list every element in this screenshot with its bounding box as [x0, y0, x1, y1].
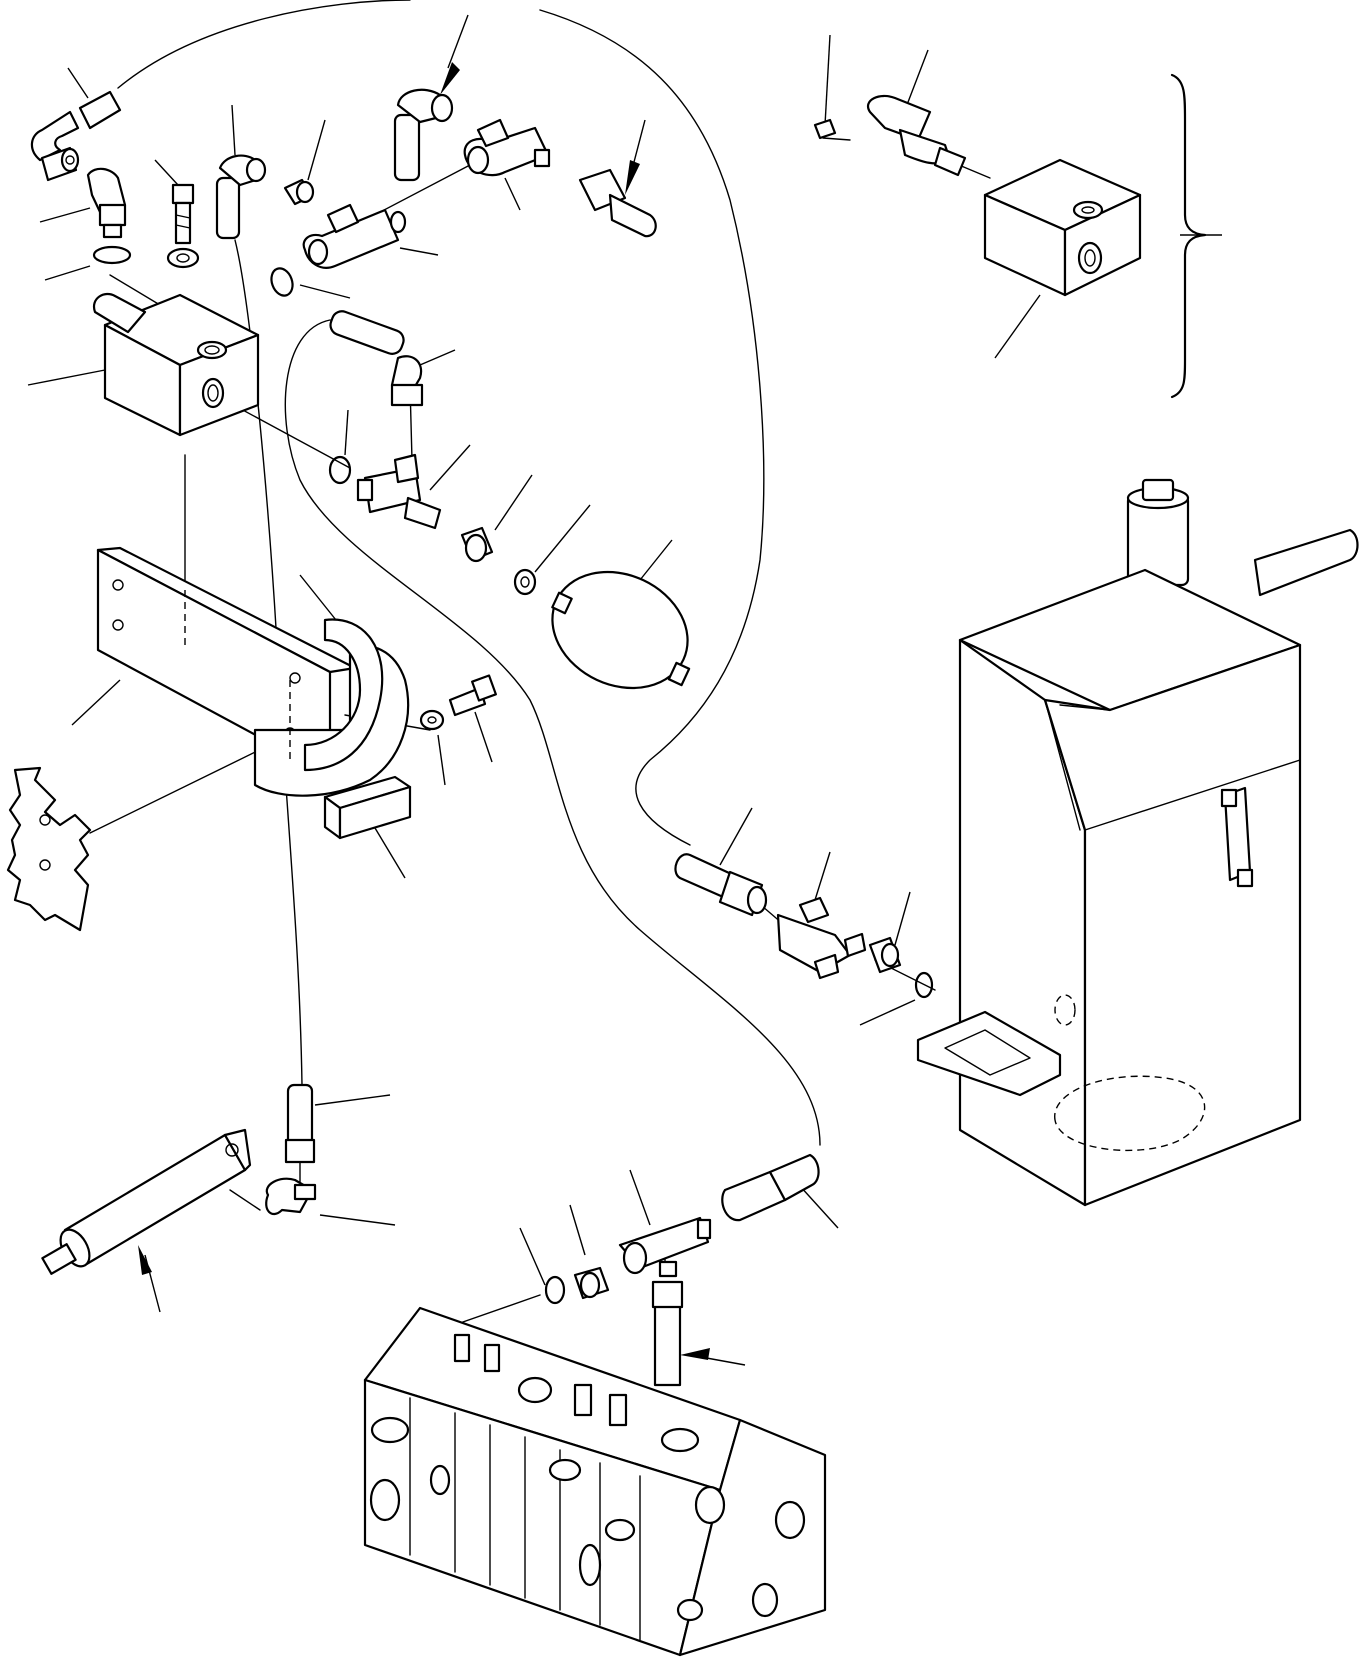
adapter-small	[283, 178, 315, 206]
o-ring-1	[92, 245, 132, 265]
o-ring-3	[328, 455, 352, 485]
washer-middle	[513, 568, 537, 596]
bolt-washer-bracket	[419, 674, 497, 731]
bolt-washer	[166, 183, 200, 269]
hose-top-right	[578, 168, 657, 238]
bracket-brace	[1170, 73, 1207, 399]
leader-lines	[27, 14, 1222, 1366]
swivel-tee	[463, 118, 551, 177]
tee-fitting-middle	[356, 453, 442, 530]
frame-section	[6, 766, 92, 932]
hose-elbow-bottom-left	[265, 1083, 317, 1216]
tee-bottom-center	[544, 1153, 820, 1387]
mounting-bracket	[96, 546, 410, 797]
hose-elbow-top-left	[30, 90, 122, 182]
o-ring-2	[270, 267, 294, 297]
adapter-middle	[460, 526, 494, 563]
hose-elbow-center	[215, 154, 267, 240]
elbow-fitting	[86, 167, 127, 239]
control-valve-assembly	[363, 1306, 827, 1657]
hydraulic-cylinder	[41, 1128, 252, 1275]
arrow-marks	[138, 62, 710, 1360]
hose-bent-middle	[329, 310, 424, 407]
valve-block-left	[92, 292, 260, 437]
pressure-switch-tee	[302, 203, 407, 269]
hose-elbow-top-center	[393, 88, 454, 182]
accumulator	[551, 570, 691, 690]
rubber-block	[323, 775, 412, 840]
solenoid-and-block-right	[813, 94, 1142, 297]
o-ring-4	[544, 1275, 566, 1305]
hose-fittings-right	[674, 853, 934, 999]
hydraulic-tank	[916, 478, 1359, 1207]
